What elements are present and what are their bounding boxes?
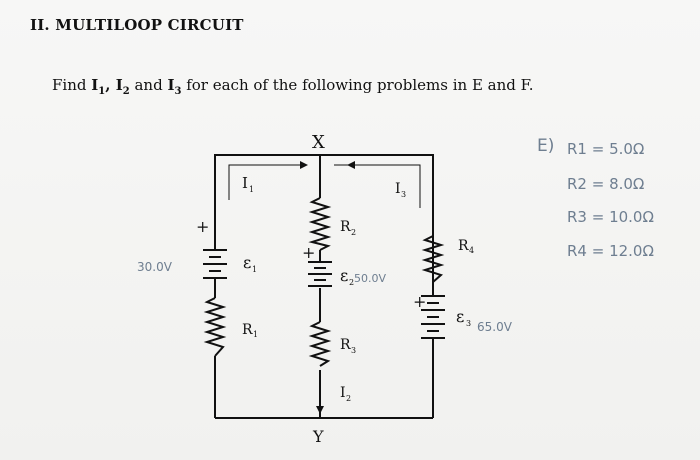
middle-plus-sign: + bbox=[302, 243, 315, 262]
values-header: E) bbox=[537, 136, 554, 156]
value-r4: R4 = 12.0Ω bbox=[567, 242, 654, 260]
middle-emf-sub: 2 bbox=[349, 278, 354, 287]
left-resistor-label: R bbox=[242, 322, 253, 338]
middle-emf-value: 50.0V bbox=[354, 272, 386, 285]
value-r3: R3 = 10.0Ω bbox=[567, 208, 654, 226]
value-r1: R1 = 5.0Ω bbox=[567, 140, 644, 158]
left-emf-value: 30.0V bbox=[137, 260, 173, 274]
right-emf-sub: 3 bbox=[466, 319, 471, 328]
r3-sub: 3 bbox=[351, 346, 356, 355]
middle-current-sub: 2 bbox=[346, 394, 351, 403]
prompt-i2-sub: 2 bbox=[122, 86, 130, 97]
r4-sub: 4 bbox=[469, 246, 474, 255]
arrowheads bbox=[300, 161, 355, 414]
arrowhead-right-icon bbox=[347, 161, 355, 169]
right-emf-label: ε bbox=[456, 307, 464, 326]
prompt-i3: I bbox=[167, 76, 175, 94]
r3-label: R bbox=[340, 337, 351, 353]
prompt-lead: Find bbox=[52, 76, 92, 94]
resistor-r2-icon bbox=[308, 197, 332, 251]
resistor-r4-icon bbox=[421, 235, 445, 283]
right-current-sub: 3 bbox=[401, 190, 406, 199]
middle-current-label: I bbox=[340, 385, 346, 401]
problem-prompt: Find I1, I2 and I3 for each of the follo… bbox=[52, 76, 533, 97]
resistor-r3-icon bbox=[308, 321, 332, 367]
prompt-i3-sub: 3 bbox=[174, 86, 182, 97]
battery-e1-icon bbox=[203, 249, 227, 284]
arrowhead-left-icon bbox=[300, 161, 308, 169]
arrowhead-i2-icon bbox=[316, 406, 324, 414]
right-current-label: I bbox=[395, 181, 401, 197]
left-current-sub: 1 bbox=[249, 185, 254, 194]
prompt-tail: for each of the following problems in E … bbox=[181, 76, 534, 94]
right-emf-value: 65.0V bbox=[477, 320, 513, 334]
prompt-i1: I bbox=[91, 76, 99, 94]
r2-sub: 2 bbox=[351, 228, 356, 237]
left-plus-sign: + bbox=[196, 217, 209, 236]
r2-label: R bbox=[340, 219, 351, 235]
left-emf-sub: 1 bbox=[252, 265, 257, 274]
r4-label: R bbox=[458, 238, 469, 254]
left-current-label: I bbox=[242, 174, 248, 192]
prompt-i2: I bbox=[115, 76, 123, 94]
current-loop-arrows bbox=[228, 164, 421, 208]
right-plus-sign: + bbox=[413, 292, 426, 311]
prompt-mid: and bbox=[129, 76, 168, 94]
prompt-sep: , bbox=[105, 76, 116, 94]
battery-e3-icon bbox=[421, 295, 445, 343]
section-heading: II. MULTILOOP CIRCUIT bbox=[30, 16, 244, 34]
left-resistor-sub: 1 bbox=[253, 330, 258, 339]
node-y-label: Y bbox=[312, 427, 324, 446]
node-x-label: X bbox=[312, 132, 325, 153]
left-emf-label: ε bbox=[243, 253, 251, 272]
value-r2: R2 = 8.0Ω bbox=[567, 175, 644, 193]
middle-emf-label: ε bbox=[340, 266, 348, 285]
battery-e2-icon bbox=[308, 261, 332, 287]
resistor-r1-icon bbox=[203, 297, 227, 357]
prompt-i1-sub: 1 bbox=[98, 86, 106, 97]
